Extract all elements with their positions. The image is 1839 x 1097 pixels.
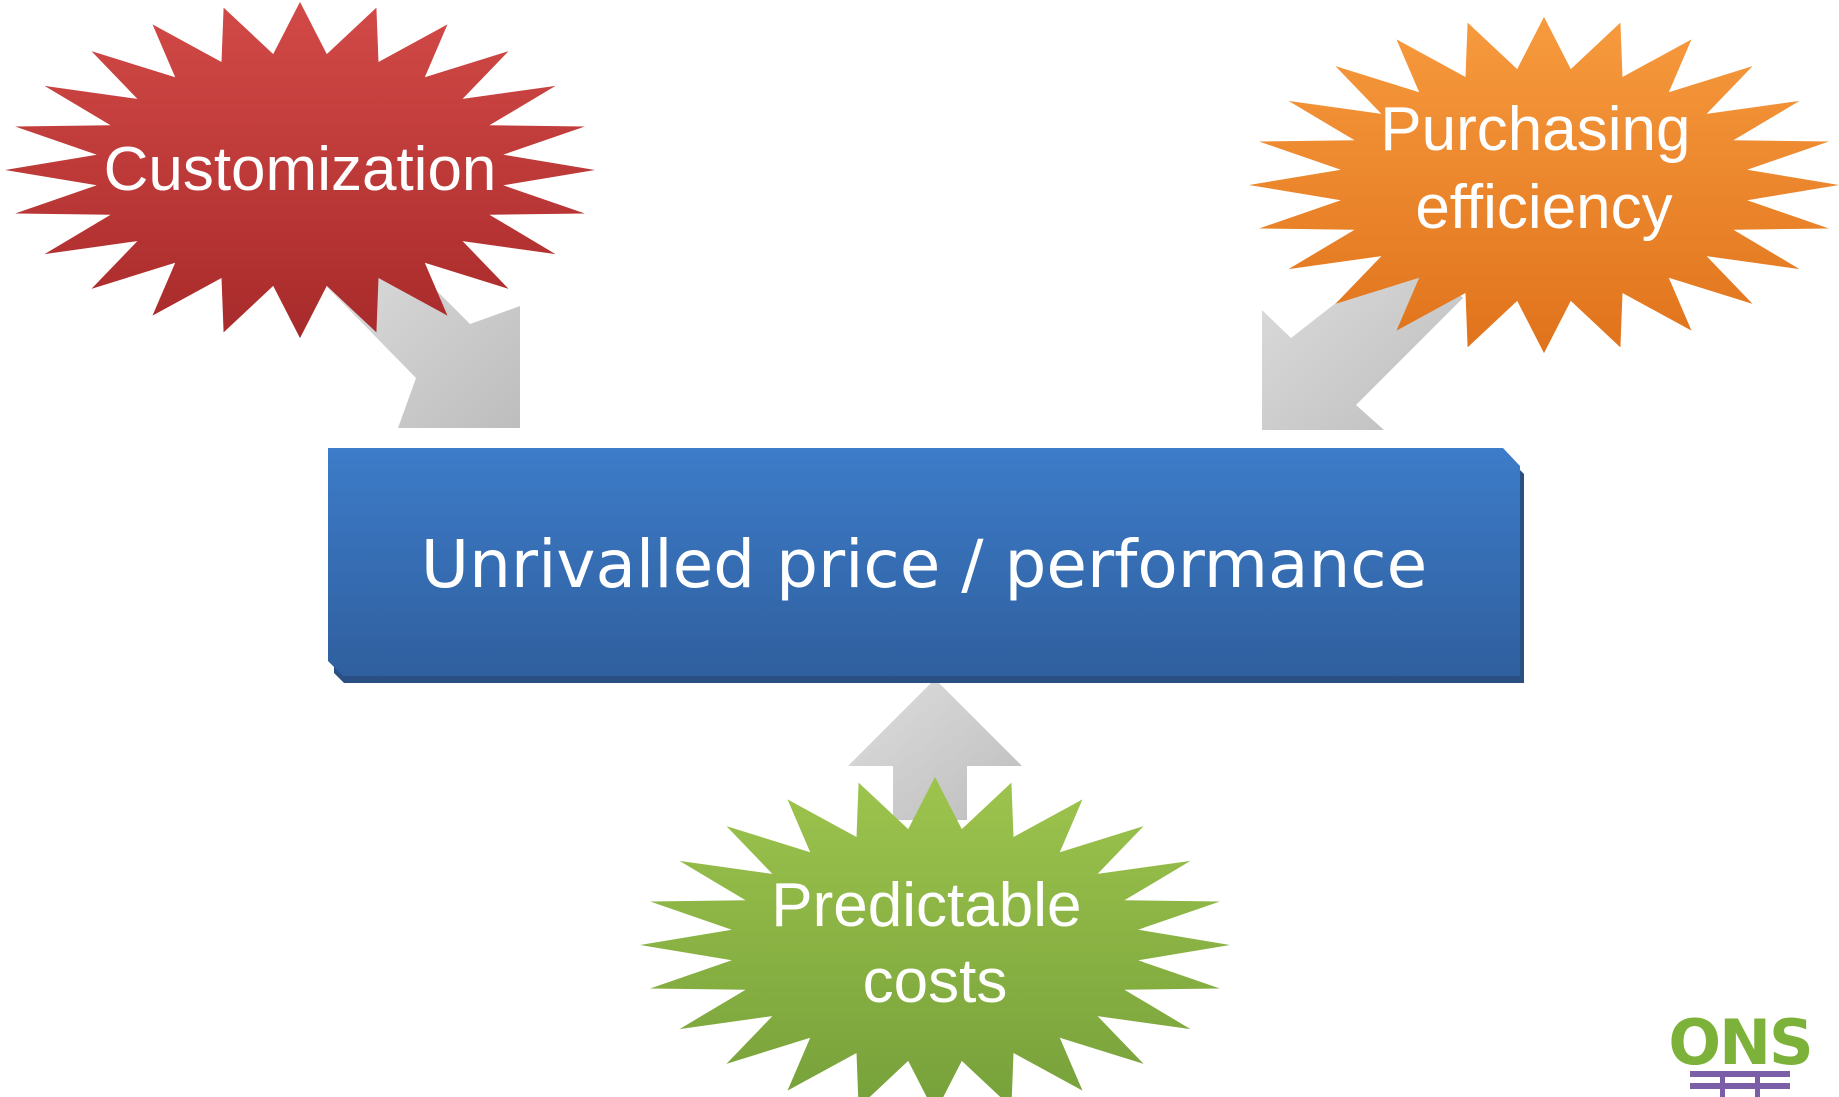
burst-purchasing-efficiency-label: Purchasing efficiency	[1380, 95, 1707, 242]
burst-purchasing-efficiency: Purchasing efficiency	[1249, 16, 1839, 354]
burst-purchasing-efficiency-line-1: Purchasing	[1380, 95, 1690, 164]
burst-purchasing-efficiency-line-2: efficiency	[1415, 173, 1672, 242]
center-box-label: Unrivalled price / performance	[421, 526, 1427, 603]
arrow-predictable-to-center	[848, 679, 1022, 820]
center-box-face	[328, 448, 1520, 676]
burst-predictable-costs-line-1: Predictable	[771, 871, 1081, 940]
burst-purchasing-efficiency-shape	[1249, 16, 1839, 354]
ons-logo-bar-bottom	[1690, 1083, 1790, 1089]
burst-predictable-costs: Predictable costs	[640, 776, 1230, 1097]
burst-predictable-costs-line-2: costs	[863, 947, 1008, 1016]
burst-customization-label: Customization	[104, 135, 497, 204]
ons-logo-leg-right	[1755, 1071, 1760, 1097]
ons-logo-leg-left	[1720, 1071, 1725, 1097]
burst-customization-shape	[5, 1, 595, 339]
ons-logo-bar-top	[1690, 1071, 1790, 1077]
burst-customization: Customization	[5, 1, 595, 339]
burst-customization-line-1: Customization	[104, 135, 497, 204]
ons-logo: ONS	[1668, 1006, 1814, 1097]
ons-logo-text: ONS	[1668, 1006, 1811, 1079]
arrow-purchasing-to-center	[1262, 245, 1463, 430]
burst-predictable-costs-shape	[640, 776, 1230, 1097]
burst-predictable-costs-label: Predictable costs	[771, 871, 1098, 1016]
